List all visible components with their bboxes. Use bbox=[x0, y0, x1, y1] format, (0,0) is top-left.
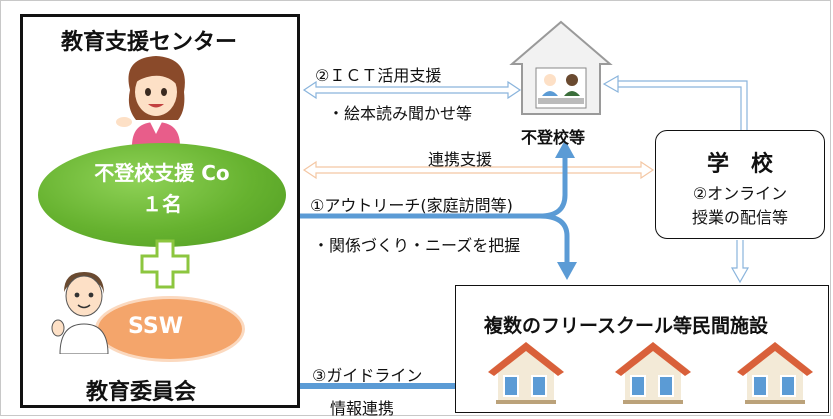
facility-house-icon-3 bbox=[737, 342, 813, 404]
school-title: 学 校 bbox=[706, 152, 773, 177]
school-box bbox=[655, 130, 825, 239]
coordinator-woman-icon bbox=[116, 56, 185, 146]
info-share-label: 情報連携 bbox=[330, 399, 395, 418]
ict-support-label: ②ＩＣＴ活用支援 bbox=[315, 66, 442, 85]
ssw-person-icon bbox=[51, 272, 109, 354]
home-icon bbox=[509, 20, 613, 115]
cooperation-label: 連携支援 bbox=[428, 150, 493, 169]
guideline-arrow bbox=[286, 377, 469, 395]
center-footer: 教育委員会 bbox=[86, 380, 197, 405]
home-label: 不登校等 bbox=[521, 128, 586, 147]
relationship-label: ・関係づくり・ニーズを把握 bbox=[313, 236, 521, 255]
coordinator-count: １名 bbox=[142, 192, 182, 216]
ssw-label: SSW bbox=[128, 314, 183, 339]
guideline-label: ③ガイドライン bbox=[312, 366, 423, 385]
free-school-title: 複数のフリースクール等民間施設 bbox=[484, 315, 769, 337]
plus-icon bbox=[140, 239, 190, 289]
school-to-house-arrow bbox=[602, 74, 748, 130]
facility-house-icon-2 bbox=[615, 342, 691, 404]
cooperation-arrow bbox=[302, 160, 655, 180]
center-title: 教育支援センター bbox=[61, 30, 238, 55]
outreach-label: ①アウトリーチ(家庭訪問等) bbox=[310, 196, 513, 215]
ict-arrow bbox=[302, 80, 522, 100]
coordinator-label: 不登校支援 Co bbox=[94, 161, 230, 185]
facility-house-icon-1 bbox=[488, 342, 564, 404]
outreach-arrow bbox=[300, 140, 577, 280]
school-online-label: ②オンライン bbox=[692, 184, 788, 203]
picture-book-label: ・絵本読み聞かせ等 bbox=[328, 104, 473, 123]
school-to-free-arrow bbox=[730, 240, 750, 284]
school-delivery-label: 授業の配信等 bbox=[691, 208, 788, 227]
coordinator-ellipse bbox=[38, 143, 286, 247]
